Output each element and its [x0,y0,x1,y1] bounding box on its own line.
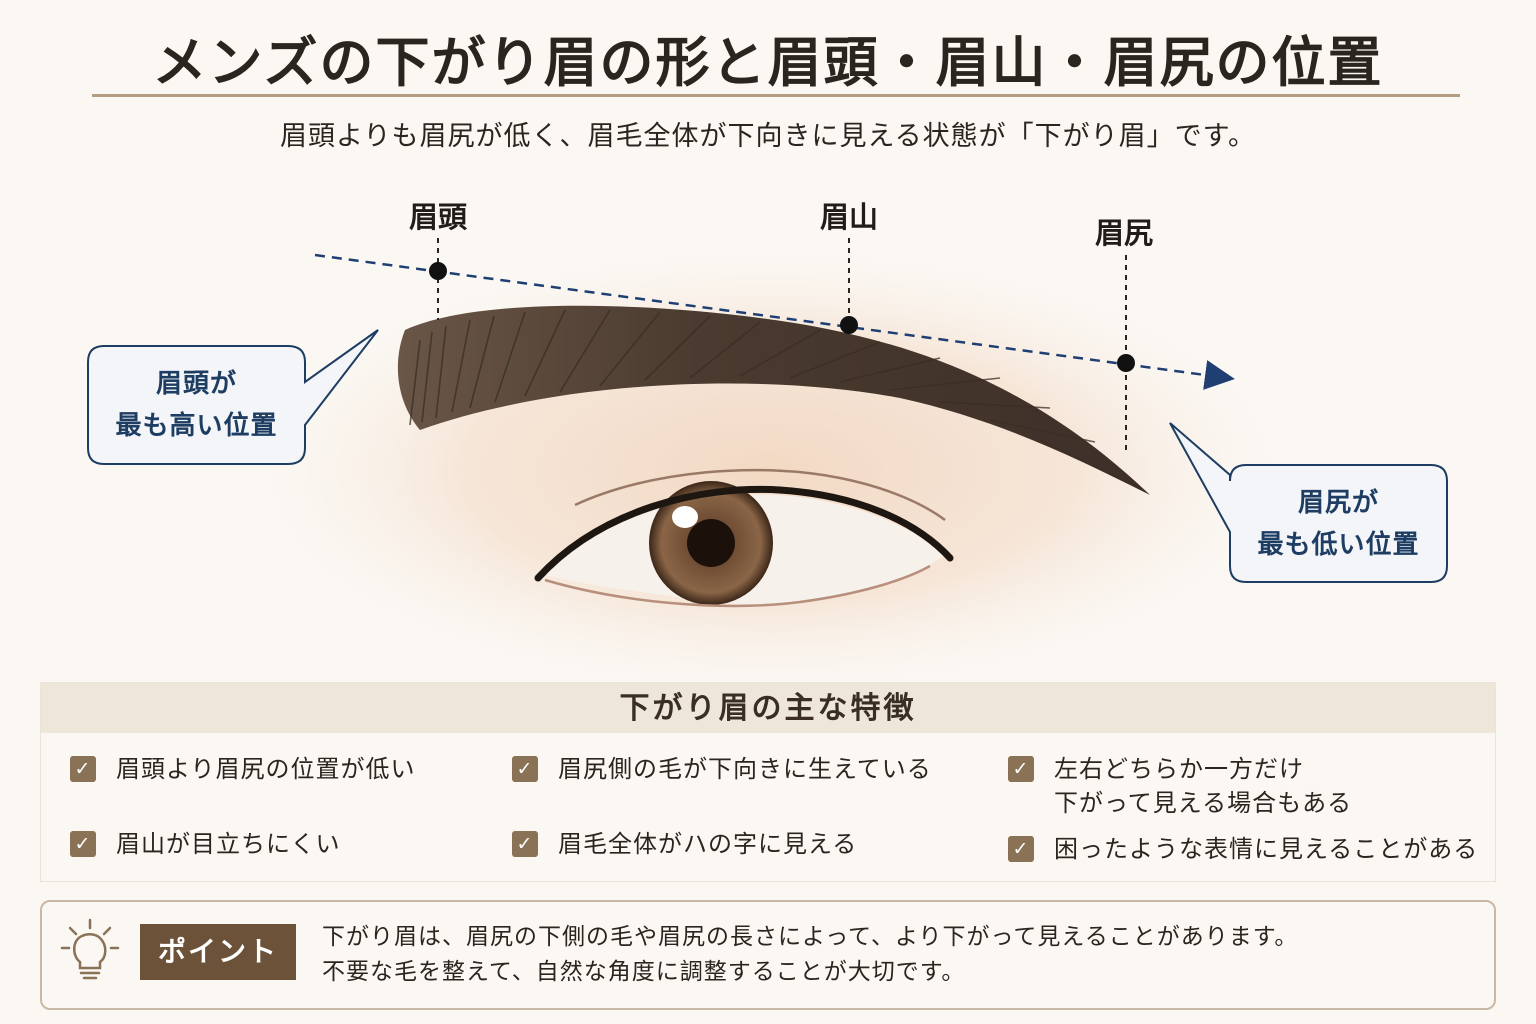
checkmark-icon: ✓ [512,831,538,857]
lightbulb-icon [60,918,120,980]
tail-point [1117,354,1135,372]
head-point [429,262,447,280]
checkmark-icon: ✓ [70,831,96,857]
feature-text: 眉尻側の毛が下向きに生えている [558,755,932,783]
right-callout-bubble [1169,422,1448,583]
feature-text: 眉頭より眉尻の位置が低い [116,755,416,783]
feature-item: ✓ 左右どちらか一方だけ 下がって見える場合もある [1008,752,1352,820]
checkmark-icon: ✓ [70,756,96,782]
features-heading: 下がり眉の主な特徴 [41,683,1495,733]
feature-item: ✓ 眉尻側の毛が下向きに生えている [512,752,932,786]
page-subtitle: 眉頭よりも眉尻が低く、眉毛全体が下向きに見える状態が「下がり眉」です。 [280,121,1256,152]
feature-text-line: 下がって見える場合もある [1054,789,1353,817]
checkmark-icon: ✓ [1008,836,1034,862]
checkmark-icon: ✓ [512,756,538,782]
right-callout-text: 眉尻が 最も低い位置 [1230,482,1447,566]
pupil [687,519,735,567]
eyebrow-illustration [87,230,1448,680]
feature-text: 左右どちらか一方だけ 下がって見える場合もある [1054,752,1352,820]
point-badge: ポイント [140,924,296,980]
eyelid-crease [574,468,946,522]
eyebrow-shape [397,305,1150,495]
feature-text: 困ったような表情に見えることがある [1054,835,1479,863]
eye-highlight [672,506,698,528]
peak-point [840,316,858,334]
feature-item: ✓ 眉毛全体がハの字に見える [512,827,857,861]
feature-item: ✓ 困ったような表情に見えることがある [1008,832,1478,866]
left-callout-line1: 眉頭が [155,369,237,399]
left-callout-text: 眉頭が 最も高い位置 [88,363,305,447]
feature-item: ✓ 眉頭より眉尻の位置が低い [70,752,416,786]
feature-item: ✓ 眉山が目立ちにくい [70,827,341,861]
label-peak: 眉山 [819,200,879,234]
left-callout-bubble [87,329,379,465]
left-callout-line2: 最も高い位置 [115,411,278,441]
point-text-line1: 下がり眉は、眉尻の下側の毛や眉尻の長さによって、より下がって見えることがあります… [322,924,1299,950]
skin-shading [210,230,1330,680]
feature-text: 眉山が目立ちにくい [116,830,341,858]
lower-eyelid [544,564,931,608]
checkmark-icon: ✓ [1008,756,1034,782]
upper-eyelid [534,485,954,582]
features-panel: 下がり眉の主な特徴 [40,682,1496,882]
page-title: メンズの下がり眉の形と眉頭・眉山・眉尻の位置 [152,31,1384,94]
label-head: 眉頭 [408,200,468,234]
point-text: 下がり眉は、眉尻の下側の毛や眉尻の長さによって、より下がって見えることがあります… [322,920,1298,990]
point-text-line2: 不要な毛を整えて、自然な角度に調整することが大切です。 [322,959,966,985]
title-divider [92,94,1460,97]
label-tail: 眉尻 [1094,216,1154,250]
right-callout-line2: 最も低い位置 [1257,530,1420,560]
eyebrow-hair-strokes [409,309,1141,489]
feature-text-line: 左右どちらか一方だけ [1054,755,1304,783]
right-callout-line1: 眉尻が [1297,488,1379,518]
feature-text: 眉毛全体がハの字に見える [558,830,858,858]
